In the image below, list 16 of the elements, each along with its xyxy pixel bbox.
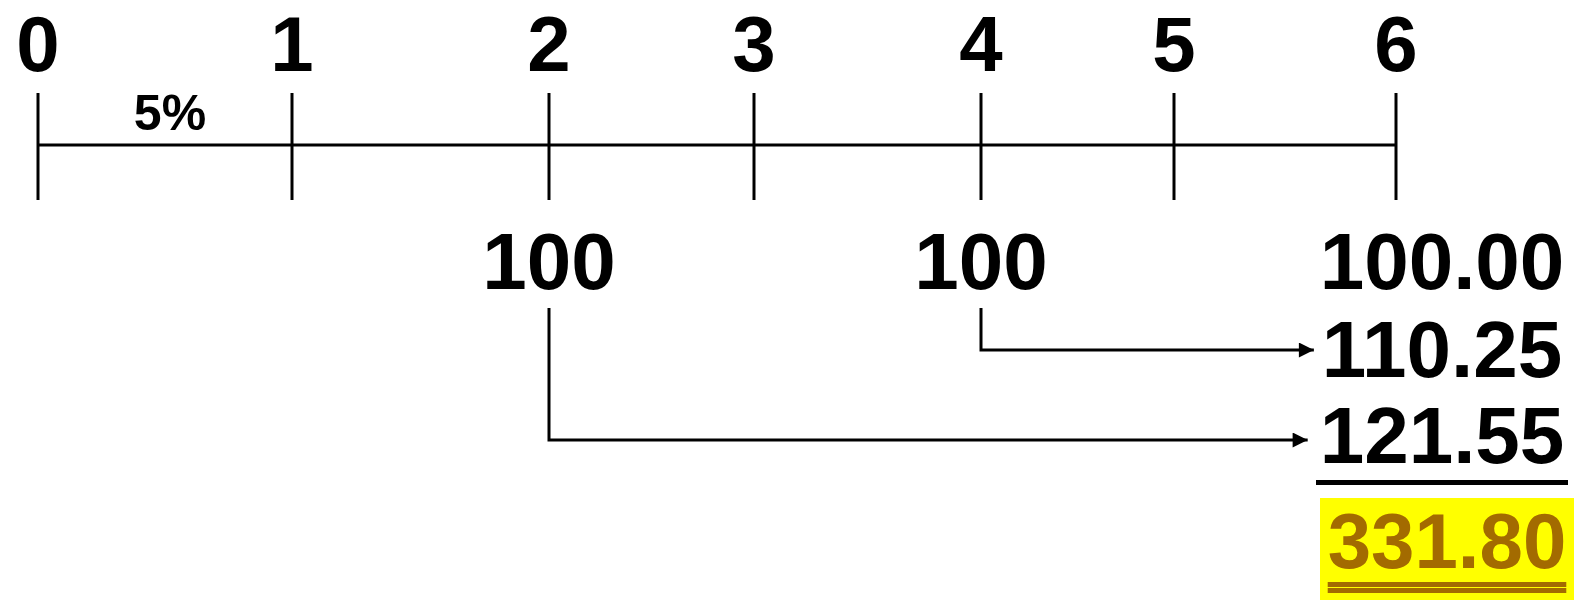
arrow bbox=[547, 308, 1308, 448]
tick-label: 2 bbox=[527, 5, 571, 83]
rate-label: 5% bbox=[133, 88, 207, 138]
cash-flow-value: 100 bbox=[482, 222, 616, 302]
tick-label: 0 bbox=[16, 5, 60, 83]
future-value: 110.25 bbox=[1321, 310, 1563, 390]
tick-label: 1 bbox=[270, 5, 314, 83]
tick-label: 5 bbox=[1152, 5, 1196, 83]
tick-label: 4 bbox=[959, 5, 1003, 83]
tick-label: 3 bbox=[732, 5, 776, 83]
arrow bbox=[979, 308, 1314, 358]
future-value: 121.55 bbox=[1315, 395, 1569, 485]
total-value: 331.80 bbox=[1319, 498, 1575, 600]
cash-flow-value: 100 bbox=[914, 222, 1048, 302]
future-value: 100.00 bbox=[1319, 222, 1565, 302]
tick-label: 6 bbox=[1374, 5, 1418, 83]
